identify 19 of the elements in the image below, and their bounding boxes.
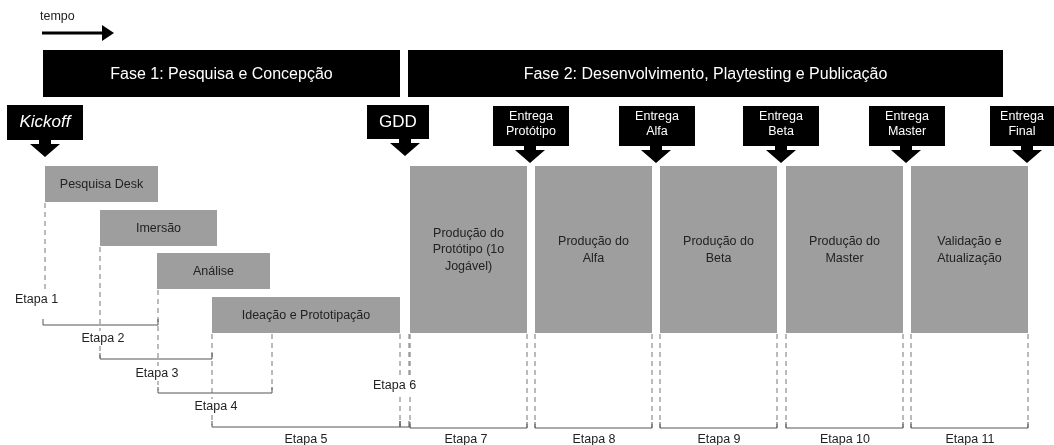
task-box: Análise bbox=[157, 253, 270, 289]
milestone-callout: Entrega Master bbox=[869, 106, 945, 163]
task-box: Ideação e Prototipação bbox=[212, 297, 400, 333]
task-box: Produção do Alfa bbox=[535, 166, 652, 333]
task-box: Pesquisa Desk bbox=[45, 166, 158, 202]
milestone-callout: Entrega Beta bbox=[743, 106, 819, 163]
milestone-callout: Entrega Final bbox=[990, 106, 1054, 163]
phase-banner: Fase 2: Desenvolvimento, Playtesting e Publicação bbox=[408, 50, 1003, 97]
task-box: Produção do Beta bbox=[660, 166, 777, 333]
milestone-callout: Entrega Protótipo bbox=[493, 106, 569, 163]
task-box: Produção do Master bbox=[786, 166, 903, 333]
milestone-callout: Entrega Alfa bbox=[619, 106, 695, 163]
milestone-callout: Kickoff bbox=[7, 105, 83, 157]
milestone-callout: GDD bbox=[367, 105, 429, 156]
phase-banner: Fase 1: Pesquisa e Concepção bbox=[43, 50, 400, 97]
task-box: Produção do Protótipo (1o Jogável) bbox=[410, 166, 527, 333]
task-box: Imersão bbox=[100, 210, 217, 246]
axis-label: tempo bbox=[40, 10, 75, 23]
task-box: Validação e Atualização bbox=[911, 166, 1028, 333]
